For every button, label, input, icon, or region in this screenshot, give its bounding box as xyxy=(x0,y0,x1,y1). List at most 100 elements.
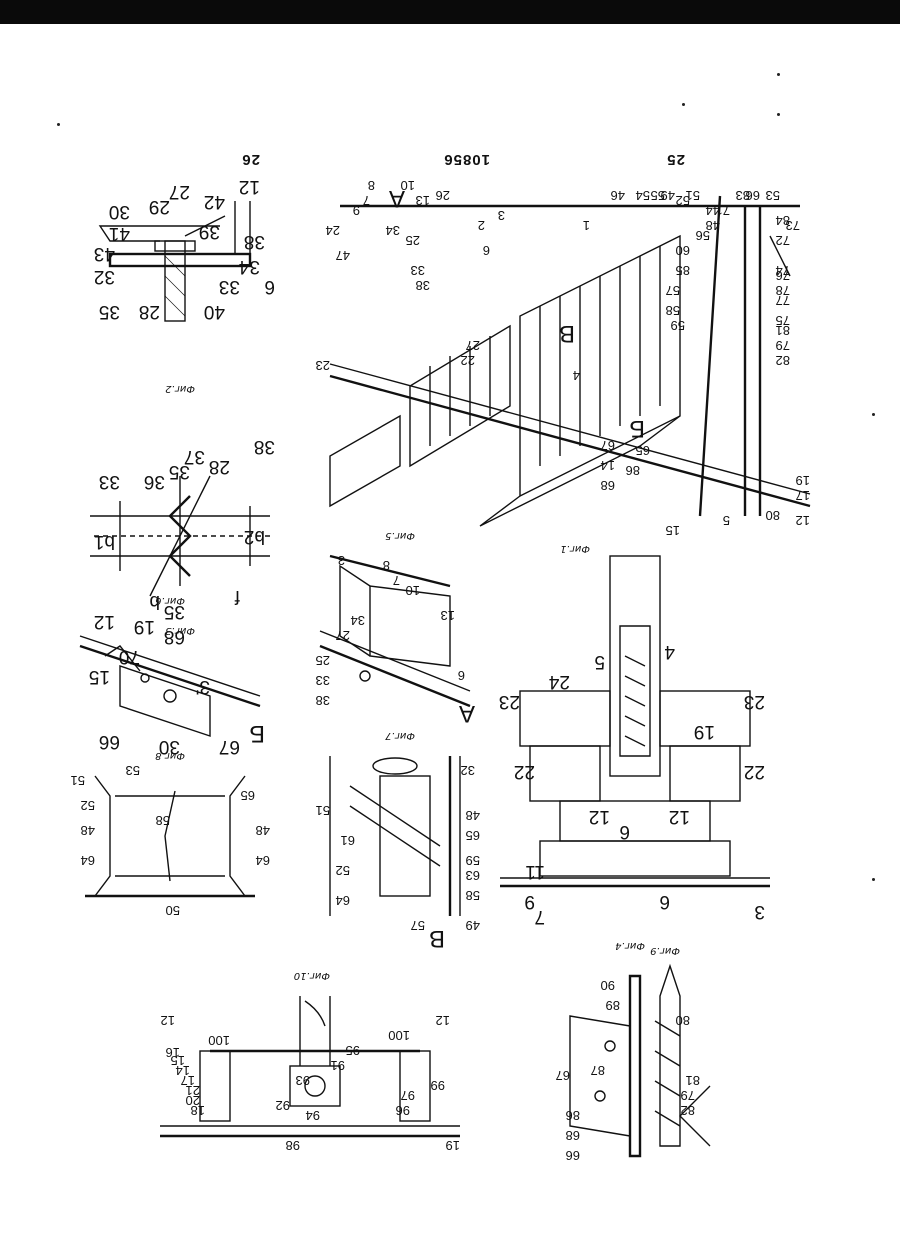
svg-text:12: 12 xyxy=(669,806,690,827)
scan-speck xyxy=(777,73,780,76)
svg-text:59: 59 xyxy=(671,318,685,333)
svg-text:34: 34 xyxy=(386,223,400,238)
svg-text:15: 15 xyxy=(89,666,110,687)
figure-6: Б 67 30 66 3' 68 19 12 70 15 Фиг.6 xyxy=(70,606,270,756)
figure-2-caption: Фиг.2 xyxy=(165,383,195,394)
figure-9: 66 68 86 67 87 81 79 82 80 89 90 Фиг.9 xyxy=(550,956,770,1166)
svg-text:93: 93 xyxy=(296,1073,310,1088)
svg-text:100: 100 xyxy=(388,1028,410,1043)
svg-text:17: 17 xyxy=(796,488,810,503)
figure-5-drawing: A 6 38 33 25 27 34 13 10 7 8 3 xyxy=(310,546,480,726)
patent-drawing-sheet-rotated: 26 10856 25 12 42 27 30 29 41 43 32 35 2… xyxy=(0,24,900,1256)
svg-text:2: 2 xyxy=(478,218,485,233)
figure-7: В 49 57 64 52 61 58 63 59 65 48 51 32 Фи… xyxy=(310,746,480,926)
svg-text:51: 51 xyxy=(71,773,85,788)
svg-text:43: 43 xyxy=(94,243,115,264)
figure-5: A 6 38 33 25 27 34 13 10 7 8 3 Фиг.5 xyxy=(310,546,480,726)
svg-text:27: 27 xyxy=(336,628,350,643)
svg-text:68: 68 xyxy=(566,1128,580,1143)
scan-speck xyxy=(872,413,875,416)
svg-text:4: 4 xyxy=(573,368,580,383)
svg-text:80: 80 xyxy=(676,1013,690,1028)
svg-text:22: 22 xyxy=(461,353,475,368)
svg-text:14: 14 xyxy=(601,458,615,473)
svg-text:52: 52 xyxy=(81,798,95,813)
svg-text:91: 91 xyxy=(331,1058,345,1073)
svg-text:24: 24 xyxy=(326,223,340,238)
figure-6-caption: Фиг.6 xyxy=(155,595,185,606)
svg-text:5: 5 xyxy=(594,651,605,672)
svg-text:A: A xyxy=(459,700,475,727)
svg-text:7: 7 xyxy=(363,193,370,208)
svg-text:96: 96 xyxy=(396,1103,410,1118)
svg-text:82: 82 xyxy=(681,1103,695,1118)
svg-text:33: 33 xyxy=(99,471,120,492)
figure-6-drawing: Б 67 30 66 3' 68 19 12 70 15 xyxy=(70,606,270,756)
svg-text:f: f xyxy=(234,586,240,607)
figure-4: 3 6 6 9 11 12 12 19 22 22 23 23 24 4 5 7… xyxy=(500,556,770,926)
svg-text:23: 23 xyxy=(316,358,330,373)
svg-text:В: В xyxy=(429,925,445,952)
svg-text:10: 10 xyxy=(406,583,420,598)
svg-text:67: 67 xyxy=(556,1068,570,1083)
svg-text:38: 38 xyxy=(316,693,330,708)
svg-text:57: 57 xyxy=(411,918,425,933)
svg-text:82: 82 xyxy=(776,353,790,368)
svg-text:67: 67 xyxy=(601,438,615,453)
svg-text:34: 34 xyxy=(351,613,365,628)
figure-7-caption: Фиг.7 xyxy=(385,730,415,741)
svg-text:25: 25 xyxy=(316,653,330,668)
svg-text:79: 79 xyxy=(681,1088,695,1103)
svg-text:23: 23 xyxy=(744,691,765,712)
svg-text:10: 10 xyxy=(401,178,415,193)
svg-text:9: 9 xyxy=(353,203,360,218)
svg-text:56: 56 xyxy=(696,228,710,243)
svg-text:84: 84 xyxy=(776,213,790,228)
svg-text:34: 34 xyxy=(238,256,260,277)
svg-text:13: 13 xyxy=(441,608,455,623)
svg-text:63: 63 xyxy=(466,868,480,883)
svg-text:85: 85 xyxy=(676,263,690,278)
svg-text:99: 99 xyxy=(431,1078,445,1093)
svg-text:38: 38 xyxy=(416,278,430,293)
svg-text:38: 38 xyxy=(244,231,265,252)
figure-10: 19 18 21 17 14 15 16 20 12 100 93 92 91 … xyxy=(150,986,470,1176)
svg-text:68: 68 xyxy=(601,478,615,493)
svg-text:60: 60 xyxy=(676,243,690,258)
svg-text:79: 79 xyxy=(776,338,790,353)
svg-text:32: 32 xyxy=(94,266,115,287)
svg-text:26: 26 xyxy=(436,188,450,203)
svg-text:5: 5 xyxy=(723,513,730,528)
svg-text:12: 12 xyxy=(94,611,115,632)
svg-text:23: 23 xyxy=(499,691,520,712)
figure-8-drawing: 50 64 48 48 64 52 51 53 58 65 xyxy=(70,766,270,926)
svg-text:33: 33 xyxy=(316,673,330,688)
svg-text:48: 48 xyxy=(466,808,480,823)
figure-1-caption: Фиг.1 xyxy=(560,543,590,554)
page-number-left: 26 xyxy=(241,151,260,168)
svg-text:47: 47 xyxy=(336,248,350,263)
svg-text:b2: b2 xyxy=(244,526,265,547)
svg-text:86: 86 xyxy=(566,1108,580,1123)
svg-text:65: 65 xyxy=(241,788,255,803)
svg-text:28: 28 xyxy=(209,456,230,477)
svg-text:3: 3 xyxy=(338,553,345,568)
svg-text:76: 76 xyxy=(776,268,790,283)
svg-text:81: 81 xyxy=(686,1073,700,1088)
figure-3-drawing: 38 28 37 35 36 33 b1 b b2 35 f xyxy=(80,416,280,616)
svg-text:3: 3 xyxy=(754,901,765,922)
svg-text:6: 6 xyxy=(619,821,630,842)
svg-text:12: 12 xyxy=(239,176,260,197)
svg-text:6: 6 xyxy=(659,891,670,912)
svg-text:48: 48 xyxy=(81,823,95,838)
page-number-right: 25 xyxy=(666,151,685,168)
figure-7-drawing: В 49 57 64 52 61 58 63 59 65 48 51 32 xyxy=(310,746,480,926)
svg-text:12: 12 xyxy=(161,1013,175,1028)
svg-text:27: 27 xyxy=(466,338,480,353)
svg-text:Б: Б xyxy=(249,720,265,747)
svg-text:9: 9 xyxy=(524,891,535,912)
figure-4-drawing: 3 6 6 9 11 12 12 19 22 22 23 23 24 4 5 7 xyxy=(500,556,770,926)
svg-text:58: 58 xyxy=(466,888,480,903)
svg-text:33: 33 xyxy=(411,263,425,278)
svg-text:8: 8 xyxy=(383,558,390,573)
